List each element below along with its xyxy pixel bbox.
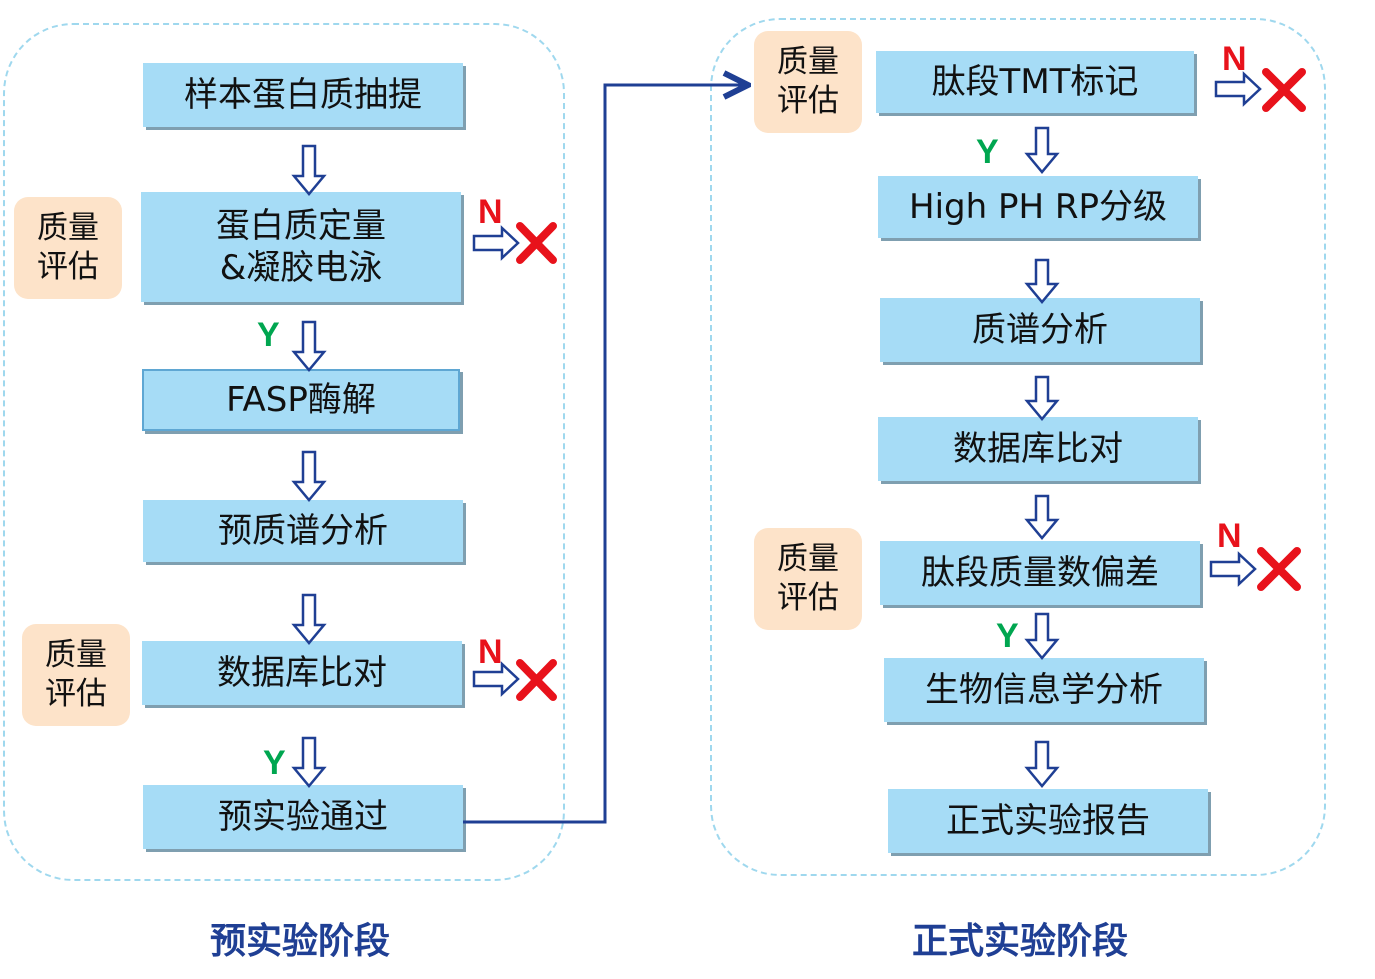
step-protein-extraction[interactable]: 样本蛋白质抽提 (143, 63, 463, 127)
hollow-down-arrow-icon (291, 736, 327, 788)
step-database-search[interactable]: 数据库比对 (878, 417, 1198, 481)
no-label: N (1222, 40, 1247, 78)
step-formal-report[interactable]: 正式实验报告 (888, 789, 1208, 853)
step-pre-database-search[interactable]: 数据库比对 (142, 641, 462, 705)
x-mark-icon (516, 222, 557, 264)
step-high-ph-rp[interactable]: High PH RP分级 (878, 176, 1198, 238)
step-ms-analysis[interactable]: 质谱分析 (880, 298, 1200, 362)
hollow-right-arrow-icon (1214, 71, 1262, 107)
step-pre-experiment-passed[interactable]: 预实验通过 (143, 785, 463, 849)
yes-label: Y (263, 744, 286, 782)
no-label: N (1217, 517, 1242, 555)
qa-badge: 质量 评估 (14, 197, 122, 299)
pre-stage-title: 预实验阶段 (209, 921, 390, 962)
x-mark-icon (1257, 547, 1301, 591)
hollow-down-arrow-icon (291, 593, 327, 645)
yes-label: Y (257, 316, 280, 354)
hollow-right-arrow-icon (472, 661, 520, 697)
step-bioinformatics[interactable]: 生物信息学分析 (884, 658, 1204, 722)
step-protein-quantification[interactable]: 蛋白质定量 &凝胶电泳 (141, 192, 461, 302)
hollow-down-arrow-icon (1024, 494, 1060, 540)
yes-label: Y (976, 133, 999, 171)
step-tmt-labeling[interactable]: 肽段TMT标记 (876, 51, 1194, 113)
step-fasp-digestion[interactable]: FASP酶解 (142, 369, 460, 431)
x-mark-icon (1262, 68, 1306, 112)
hollow-down-arrow-icon (1024, 258, 1060, 304)
formal-stage-title: 正式实验阶段 (911, 921, 1128, 962)
step-pre-ms-analysis[interactable]: 预质谱分析 (143, 500, 463, 562)
hollow-right-arrow-icon (472, 225, 520, 261)
hollow-down-arrow-icon (1024, 375, 1060, 421)
pre-stage-panel (3, 23, 565, 881)
x-mark-icon (516, 659, 557, 701)
hollow-down-arrow-icon (291, 320, 327, 372)
hollow-down-arrow-icon (291, 450, 327, 502)
qa-badge: 质量 评估 (754, 31, 862, 133)
qa-badge: 质量 评估 (754, 528, 862, 630)
hollow-down-arrow-icon (1024, 740, 1060, 788)
no-label: N (478, 193, 503, 231)
formal-stage-panel (710, 18, 1326, 876)
step-peptide-mass-deviation[interactable]: 肽段质量数偏差 (880, 541, 1200, 605)
no-label: N (478, 633, 503, 671)
hollow-right-arrow-icon (1209, 551, 1257, 587)
hollow-down-arrow-icon (1024, 126, 1060, 174)
hollow-down-arrow-icon (1024, 612, 1060, 660)
qa-badge: 质量 评估 (22, 624, 130, 726)
yes-label: Y (996, 617, 1019, 655)
stage-connector-arrow (463, 85, 745, 824)
hollow-down-arrow-icon (291, 144, 327, 196)
